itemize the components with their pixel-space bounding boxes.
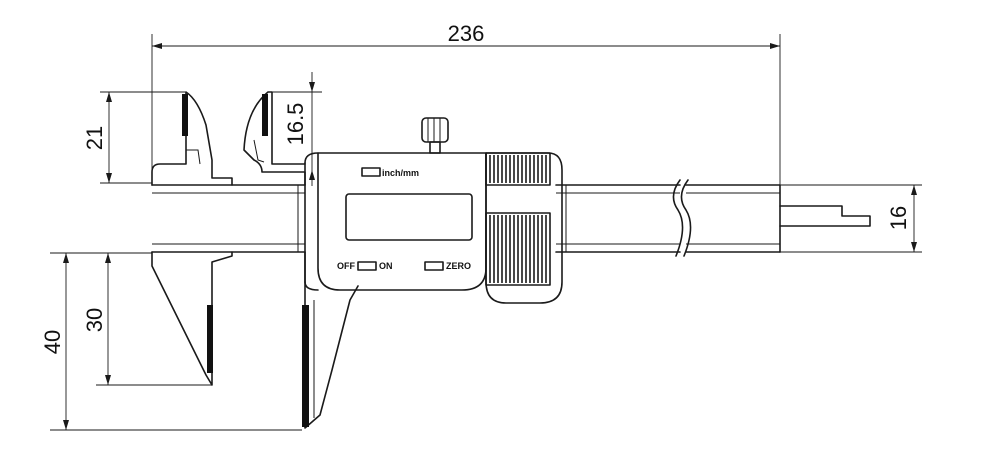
overall-length-label: 236	[448, 21, 485, 46]
inch-mm-label: inch/mm	[382, 168, 419, 178]
lock-screw[interactable]	[421, 117, 449, 154]
lcd-display	[345, 193, 473, 241]
off-label: OFF	[337, 261, 355, 271]
main-beam	[151, 179, 871, 257]
upper-jaw-inner-height-dimension: 16.5	[268, 72, 322, 186]
fixed-jaw	[151, 91, 233, 386]
thumb-grip[interactable]	[485, 152, 563, 304]
sliding-jaw	[243, 91, 359, 429]
inch-mm-button[interactable]: inch/mm	[361, 167, 419, 178]
upper-jaw-inner-height-label: 16.5	[283, 103, 308, 146]
inner-jaw-depth-dimension: 30	[82, 252, 212, 386]
power-button[interactable]: OFF ON	[337, 261, 393, 271]
upper-jaw-height-label: 21	[82, 126, 107, 150]
overall-length-dimension: 236	[151, 21, 781, 252]
inner-jaw-depth-label: 30	[82, 308, 107, 332]
zero-button[interactable]: ZERO	[424, 261, 471, 271]
slider-body: inch/mm OFF ON ZERO	[304, 117, 487, 291]
outer-jaw-depth-dimension: 40	[40, 252, 302, 431]
upper-jaw-height-dimension: 21	[82, 91, 186, 184]
beam-width-label: 16	[886, 206, 911, 230]
on-label: ON	[379, 261, 393, 271]
outer-jaw-depth-label: 40	[40, 330, 65, 354]
zero-label: ZERO	[446, 261, 471, 271]
beam-width-dimension: 16	[780, 184, 922, 253]
